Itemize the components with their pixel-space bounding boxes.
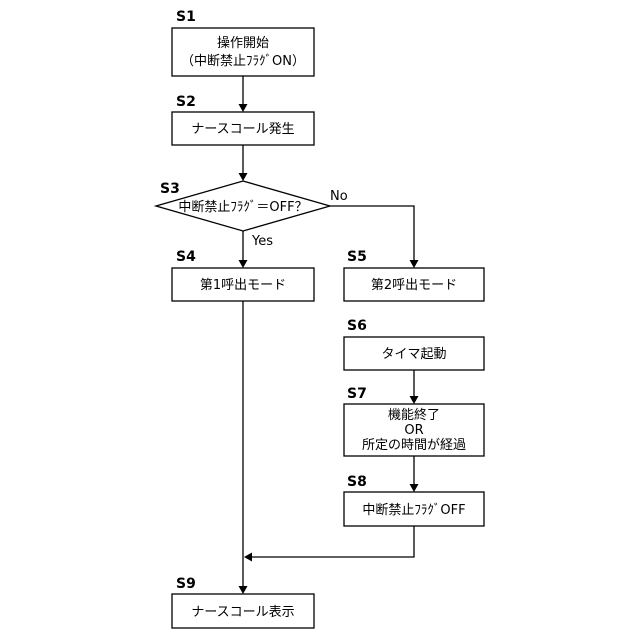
step-label-s9: S9 [176, 576, 196, 592]
arrowhead-s2-s3 [239, 173, 248, 181]
arrowhead-s8-join [244, 553, 252, 562]
step-label-s8: S8 [347, 474, 367, 490]
arrowhead-s3-s4 [239, 260, 248, 268]
step-s1: S1 操作開始 （中断禁止ﾌﾗｸﾞON） [172, 9, 314, 76]
arrowhead-s6-s7 [410, 396, 419, 404]
step-text-s2: ナースコール発生 [191, 122, 294, 137]
step-text-s5: 第2呼出モード [371, 278, 457, 293]
step-text-s8: 中断禁止ﾌﾗｸﾞOFF [362, 503, 465, 518]
branch-label-yes: Yes [251, 234, 273, 249]
edge-s8-join [251, 526, 414, 557]
step-label-s6: S6 [347, 318, 367, 334]
arrowhead-s3-s5 [410, 260, 419, 268]
step-s3: S3 中断禁止ﾌﾗｸﾞ＝OFF？ [156, 181, 330, 231]
step-text-s4: 第1呼出モード [200, 278, 286, 293]
step-text-s1-line1: 操作開始 [217, 35, 269, 51]
step-text-s1-line2: （中断禁止ﾌﾗｸﾞON） [181, 54, 305, 69]
step-label-s1: S1 [176, 9, 196, 25]
branch-label-no: No [330, 189, 348, 204]
arrowhead-s7-s8 [410, 484, 419, 492]
step-text-s7-line2: OR [404, 423, 423, 438]
step-text-s6: タイマ起動 [381, 347, 446, 362]
arrowhead-s1-s2 [239, 104, 248, 112]
step-text-s7-line3: 所定の時間が経過 [362, 438, 466, 453]
step-label-s3: S3 [160, 181, 180, 197]
step-text-s3: 中断禁止ﾌﾗｸﾞ＝OFF？ [178, 200, 307, 215]
arrowhead-s4-s9 [239, 586, 248, 594]
step-label-s7: S7 [347, 386, 367, 402]
step-label-s4: S4 [176, 249, 196, 265]
step-label-s2: S2 [176, 94, 196, 110]
step-label-s5: S5 [347, 249, 367, 265]
edge-s3-s5 [330, 206, 414, 261]
step-text-s9: ナースコール表示 [191, 605, 294, 620]
step-text-s7-line1: 機能終了 [388, 407, 440, 423]
step-s6: S6 タイマ起動 [344, 318, 484, 370]
